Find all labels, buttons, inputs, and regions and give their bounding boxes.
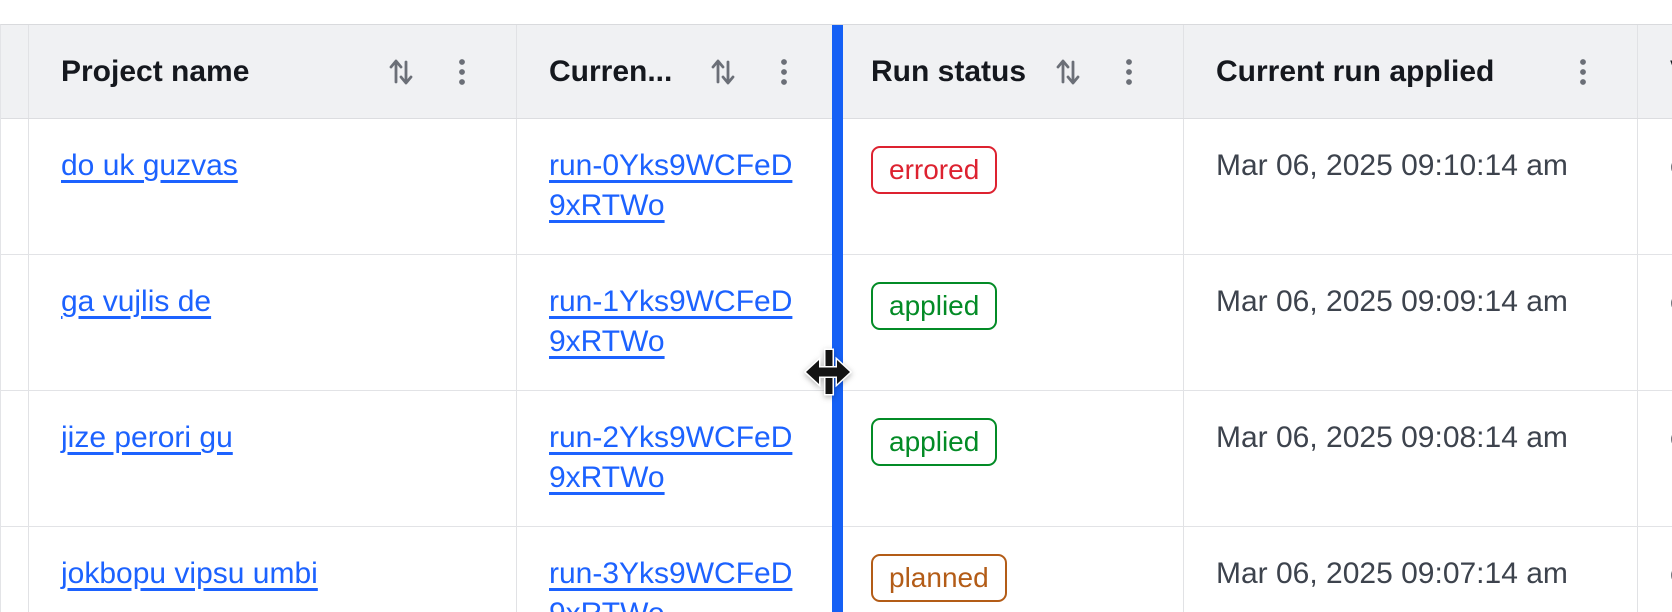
applied-timestamp: Mar 06, 2025 09:07:14 am [1216, 557, 1568, 590]
partial-text: e [1670, 557, 1672, 590]
current-run-applied-cell: Mar 06, 2025 09:09:14 am [1184, 255, 1638, 390]
sort-icon[interactable] [1055, 56, 1081, 88]
status-badge: applied [871, 282, 998, 330]
current-run-applied-cell: Mar 06, 2025 09:08:14 am [1184, 391, 1638, 526]
gutter-cell [1, 119, 29, 254]
column-menu-kebab-icon[interactable] [458, 58, 466, 86]
current-run-applied-cell: Mar 06, 2025 09:10:14 am [1184, 119, 1638, 254]
sort-icon[interactable] [388, 56, 414, 88]
partial-cell: e [1638, 255, 1672, 390]
column-header-current-run: Curren... [517, 25, 839, 118]
column-menu-kebab-icon[interactable] [780, 58, 788, 86]
current-run-cell: run-1Yks9WCFeD 9xRTWo [517, 255, 839, 390]
project-name-cell: ga vujlis de [29, 255, 517, 390]
partial-text: e [1670, 285, 1672, 318]
column-label-run-status: Run status [871, 54, 1027, 88]
column-header-partial: V [1638, 25, 1672, 118]
run-status-cell: errored [839, 119, 1184, 254]
applied-timestamp: Mar 06, 2025 09:10:14 am [1216, 149, 1568, 182]
sort-icon[interactable] [710, 56, 736, 88]
column-menu-kebab-icon[interactable] [1579, 58, 1587, 86]
current-run-applied-cell: Mar 06, 2025 09:07:14 am [1184, 527, 1638, 612]
gutter-cell [1, 527, 29, 612]
project-link[interactable]: jize perori gu [61, 421, 233, 454]
project-name-cell: jize perori gu [29, 391, 517, 526]
current-run-cell: run-0Yks9WCFeD 9xRTWo [517, 119, 839, 254]
current-run-cell: run-2Yks9WCFeD 9xRTWo [517, 391, 839, 526]
run-link[interactable]: run-1Yks9WCFeD 9xRTWo [549, 282, 820, 362]
run-id-line1: run-1Yks9WCFeD [549, 285, 793, 318]
partial-text: e [1670, 421, 1672, 454]
run-status-cell: planned [839, 527, 1184, 612]
run-link[interactable]: run-0Yks9WCFeD 9xRTWo [549, 146, 820, 226]
column-header-current-run-applied: Current run applied [1184, 25, 1638, 118]
gutter-header-cell [1, 25, 29, 118]
run-id-line1: run-0Yks9WCFeD [549, 149, 793, 182]
run-status-cell: applied [839, 391, 1184, 526]
run-id-line1: run-3Yks9WCFeD [549, 557, 793, 590]
applied-timestamp: Mar 06, 2025 09:09:14 am [1216, 285, 1568, 318]
run-status-cell: applied [839, 255, 1184, 390]
column-label-partial: V [1670, 25, 1672, 119]
partial-cell: e [1638, 527, 1672, 612]
run-id-line1: run-2Yks9WCFeD [549, 421, 793, 454]
partial-cell: e [1638, 391, 1672, 526]
column-label-project-name: Project name [61, 54, 250, 88]
run-link[interactable]: run-3Yks9WCFeD 9xRTWo [549, 554, 820, 612]
run-link[interactable]: run-2Yks9WCFeD 9xRTWo [549, 418, 820, 498]
applied-timestamp: Mar 06, 2025 09:08:14 am [1216, 421, 1568, 454]
project-name-cell: jokbopu vipsu umbi [29, 527, 517, 612]
gutter-cell [1, 255, 29, 390]
project-link[interactable]: jokbopu vipsu umbi [61, 557, 318, 590]
column-label-current-run-applied: Current run applied [1216, 54, 1495, 88]
column-resize-indicator[interactable] [832, 25, 843, 612]
status-badge: planned [871, 554, 1007, 602]
project-link[interactable]: do uk guzvas [61, 149, 238, 182]
run-id-line2: 9xRTWo [549, 461, 665, 494]
project-link[interactable]: ga vujlis de [61, 285, 212, 318]
column-header-run-status: Run status [839, 25, 1184, 118]
gutter-cell [1, 391, 29, 526]
column-label-current-run: Curren... [549, 54, 673, 88]
run-id-line2: 9xRTWo [549, 189, 665, 222]
col-resize-cursor-icon [804, 348, 852, 396]
status-badge: errored [871, 146, 998, 194]
column-menu-kebab-icon[interactable] [1125, 58, 1133, 86]
partial-cell: e [1638, 119, 1672, 254]
project-name-cell: do uk guzvas [29, 119, 517, 254]
status-badge: applied [871, 418, 998, 466]
partial-text: e [1670, 149, 1672, 182]
column-header-project-name: Project name [29, 25, 517, 118]
run-id-line2: 9xRTWo [549, 594, 820, 612]
current-run-cell: run-3Yks9WCFeD 9xRTWo [517, 527, 839, 612]
run-id-line2: 9xRTWo [549, 325, 665, 358]
